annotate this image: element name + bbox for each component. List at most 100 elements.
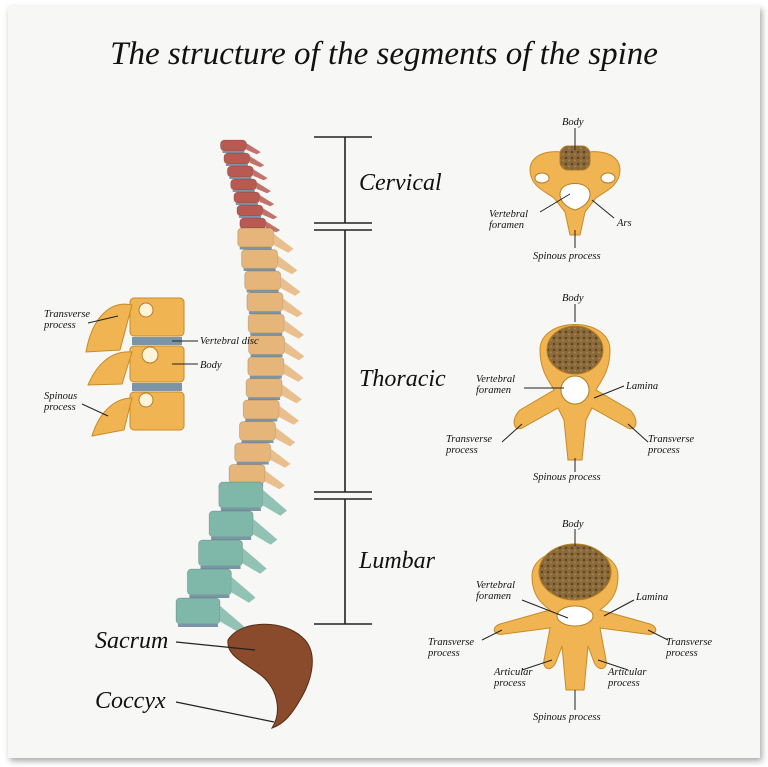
spine-column bbox=[175, 139, 305, 632]
thoracic-vertebra-10 bbox=[238, 421, 276, 441]
cervical-spinous-process-2 bbox=[249, 156, 265, 168]
segment-brackets bbox=[314, 136, 372, 625]
cervical-disc-6 bbox=[238, 216, 261, 218]
thoracic-label: Thoracic bbox=[359, 366, 446, 392]
thoracic-spinous-process-4 bbox=[282, 298, 303, 318]
lumbar-disc-1 bbox=[220, 508, 261, 511]
thoracic-vertebra-5 bbox=[247, 313, 285, 334]
cervical-vertebra-3 bbox=[226, 165, 254, 178]
side-view-pointers bbox=[81, 315, 198, 417]
cervical-vertebra-6 bbox=[236, 204, 264, 217]
thoracic-disc-2 bbox=[243, 268, 276, 271]
side-disc-label: Vertebral disc bbox=[200, 336, 259, 347]
lumbar-disc-4 bbox=[189, 595, 230, 598]
thoracic-disc-7 bbox=[249, 376, 282, 379]
side-view-vertebrae bbox=[85, 297, 185, 437]
thoracic-vertebra-1 bbox=[237, 227, 275, 248]
lumbar-spinous-label: Spinous process bbox=[533, 712, 601, 723]
lumbar-vertebra-1 bbox=[218, 481, 264, 509]
coccyx-pointer bbox=[175, 701, 275, 723]
thoracic-disc-8 bbox=[248, 397, 281, 400]
cervical-spinous-label: Spinous process bbox=[533, 251, 601, 262]
lumbar-spinous-process-2 bbox=[253, 518, 278, 545]
thoracic-disc-3 bbox=[246, 290, 279, 293]
lumbar-disc-3 bbox=[200, 566, 241, 569]
cervical-spinous-process-5 bbox=[259, 195, 275, 207]
thoracic-spinous-process-12 bbox=[265, 470, 285, 490]
lumbar-vertebra-3 bbox=[198, 539, 244, 567]
cervical-pointers bbox=[539, 128, 615, 248]
thoracic-spinous-process-6 bbox=[284, 341, 305, 361]
thoracic-pointers bbox=[501, 304, 649, 472]
thoracic-spinous-process-7 bbox=[283, 362, 304, 382]
thoracic-vertebra-7 bbox=[247, 356, 285, 377]
thoracic-spinous-process-2 bbox=[277, 255, 298, 275]
thoracic-vertebra-11 bbox=[234, 442, 272, 463]
lumbar-vertebra-5 bbox=[175, 597, 221, 625]
cervical-ars-label: Ars bbox=[616, 218, 632, 229]
cervical-vertebra-2 bbox=[223, 152, 251, 165]
lumbar-vertebra bbox=[493, 543, 657, 691]
cervical-disc-5 bbox=[235, 203, 258, 205]
thoracic-vertebra-3 bbox=[244, 270, 282, 291]
lumbar-spinous-process-1 bbox=[262, 489, 288, 516]
cervical-vertebra-7 bbox=[239, 217, 267, 230]
thoracic-body-label: Body bbox=[562, 293, 584, 304]
thoracic-spinous-process-11 bbox=[270, 448, 291, 468]
thoracic-spinous-process-1 bbox=[273, 233, 294, 253]
thoracic-spinous-process-5 bbox=[284, 319, 305, 339]
lumbar-vertebra-2 bbox=[208, 510, 254, 538]
thoracic-vertebra-9 bbox=[242, 399, 280, 420]
lumbar-spinous-process-4 bbox=[231, 576, 256, 603]
cervical-spinous-process-4 bbox=[256, 182, 271, 194]
cervical-spinous-process-3 bbox=[253, 169, 268, 181]
sacrum-shape bbox=[227, 623, 313, 729]
cervical-vertebra-5 bbox=[233, 191, 261, 204]
lumbar-disc-2 bbox=[211, 537, 252, 540]
cervical-disc-3 bbox=[229, 177, 252, 179]
thoracic-disc-6 bbox=[250, 354, 283, 357]
thoracic-disc-11 bbox=[236, 462, 269, 465]
thoracic-disc-5 bbox=[250, 333, 283, 336]
sacrum-pointer bbox=[175, 641, 256, 651]
thoracic-vertebra bbox=[513, 324, 637, 461]
lumbar-disc-5 bbox=[177, 624, 218, 627]
thoracic-vertebra-12 bbox=[228, 464, 266, 484]
thoracic-lamina-label: Lamina bbox=[625, 381, 658, 392]
thoracic-disc-10 bbox=[241, 440, 274, 443]
thoracic-disc-4 bbox=[248, 311, 281, 314]
cervical-spinous-process-6 bbox=[262, 208, 278, 220]
cervical-vertebra bbox=[529, 145, 621, 236]
thoracic-spinous-label: Spinous process bbox=[533, 472, 601, 483]
cervical-body-label: Body bbox=[562, 117, 584, 128]
lumbar-vertebra-4 bbox=[186, 568, 232, 596]
cervical-disc-2 bbox=[225, 164, 248, 166]
cervical-vertebra-4 bbox=[230, 178, 258, 191]
cervical-disc-1 bbox=[222, 151, 245, 153]
thoracic-vertebra-2 bbox=[241, 249, 279, 269]
thoracic-vertebra-8 bbox=[245, 378, 283, 398]
lumbar-label: Lumbar bbox=[358, 548, 436, 574]
side-body-label: Body bbox=[200, 360, 222, 371]
thoracic-spinous-process-3 bbox=[280, 276, 301, 296]
thoracic-spinous-process-9 bbox=[279, 405, 300, 425]
thoracic-disc-9 bbox=[245, 419, 278, 422]
cervical-disc-4 bbox=[232, 190, 255, 192]
lumbar-pointers bbox=[481, 529, 669, 710]
sacrum-label: Sacrum bbox=[95, 628, 168, 654]
cervical-spinous-process-1 bbox=[246, 143, 261, 155]
coccyx-label: Coccyx bbox=[95, 688, 166, 714]
cervical-vertebra-1 bbox=[219, 139, 247, 152]
lumbar-lamina-label: Lamina bbox=[635, 592, 668, 603]
